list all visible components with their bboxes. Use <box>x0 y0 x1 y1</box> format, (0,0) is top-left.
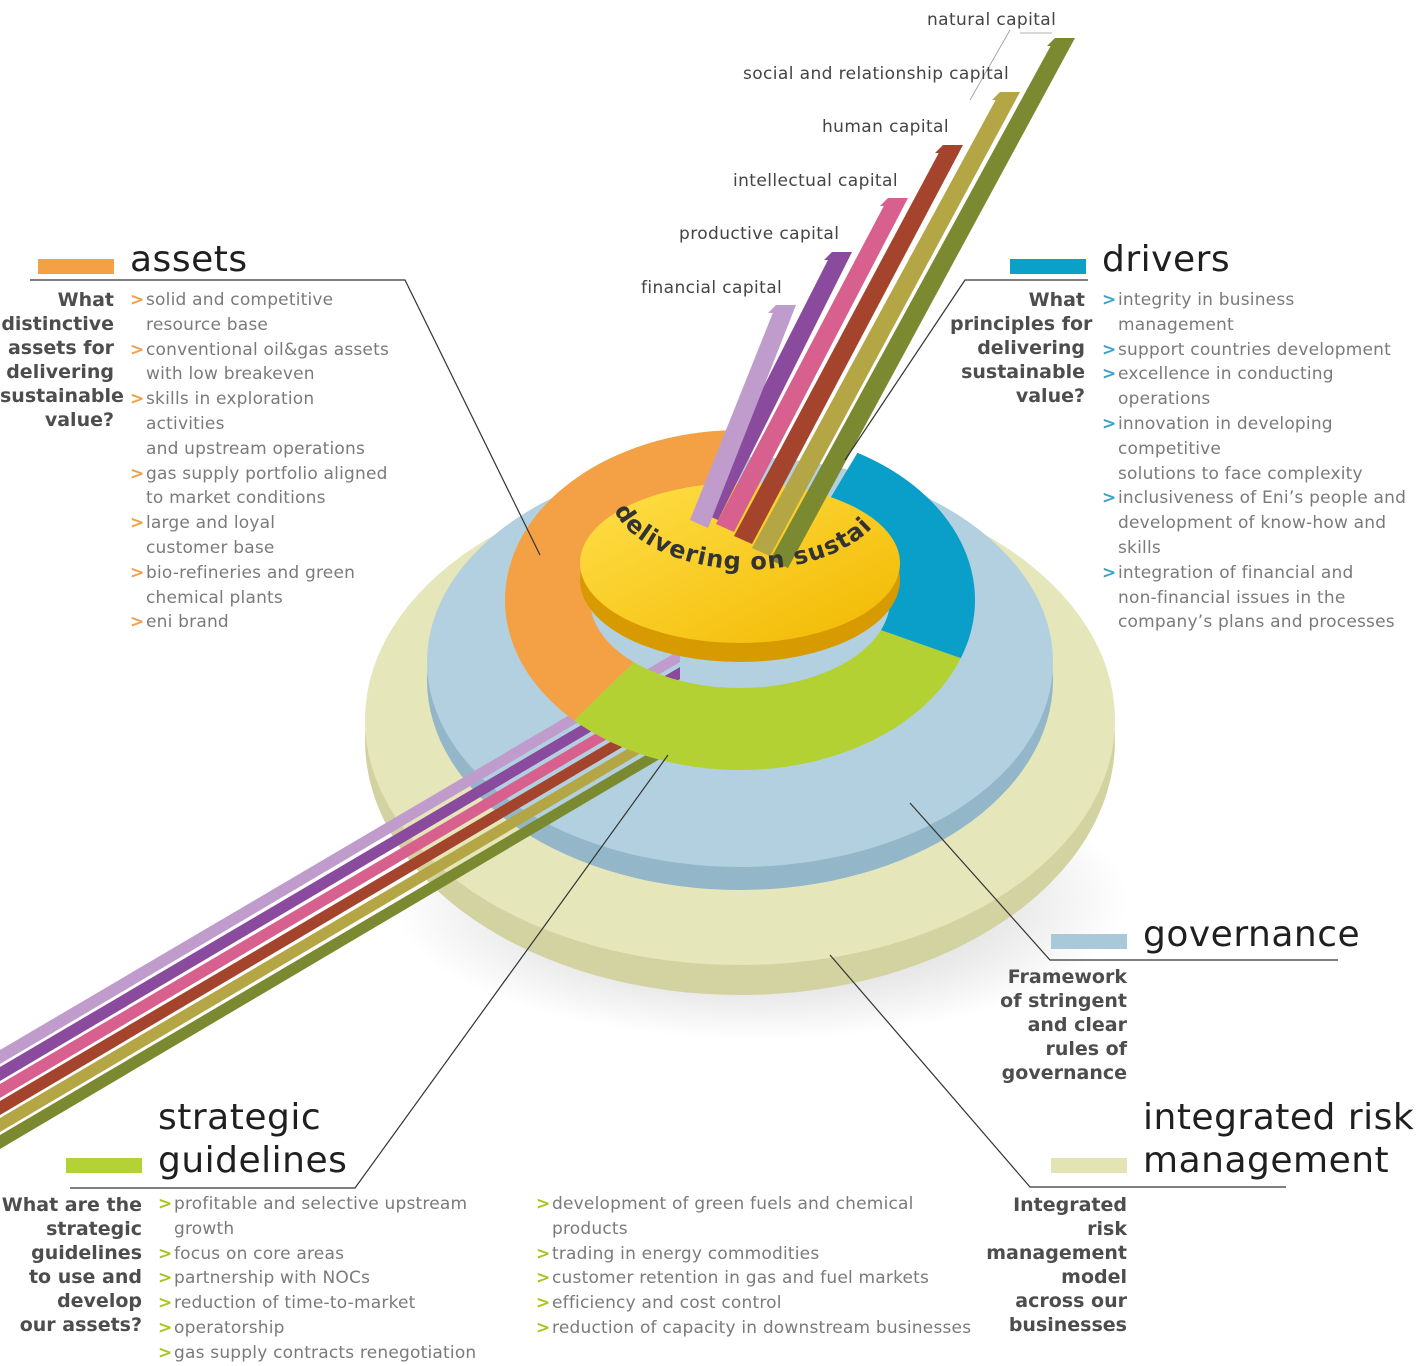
governance-swatch <box>1051 934 1127 949</box>
value-creation-diagram: delivering on sustainable value <box>0 0 1338 1189</box>
list-item: >profitable and selective upstream growt… <box>158 1194 468 1239</box>
capital-ribbon-lower <box>0 701 680 1115</box>
list-item: >gas supply portfolio aligned to market … <box>130 463 388 509</box>
capital-ribbon-cap <box>1047 38 1075 46</box>
risk-title-line1: integrated risk <box>1143 1097 1415 1138</box>
capital-ribbon-upper <box>700 252 852 520</box>
capital-label-productive: productive capital <box>679 224 840 244</box>
capital-ribbons-upper <box>690 38 1075 568</box>
list-item: >excellence in conducting operations <box>1102 364 1334 410</box>
list-item: >reduction of time-to-market <box>158 1293 416 1314</box>
drivers-leader-line <box>844 279 1088 461</box>
strategic-title-line1: strategic <box>158 1097 322 1138</box>
list-item: >large and loyal customer base <box>130 513 276 558</box>
list-item: >trading in energy commodities <box>536 1243 820 1264</box>
capital-ribbon-upper <box>734 145 963 544</box>
list-item: >bio-refineries and green chemical plant… <box>130 562 356 608</box>
list-item: >efficiency and cost control <box>536 1293 782 1314</box>
strategic-list-col2: >development of green fuels and chemical… <box>536 1192 976 1341</box>
risk-description: Integrated risk management model across … <box>986 1194 1127 1336</box>
capital-ribbon-upper <box>716 198 908 532</box>
capital-ribbon-upper <box>752 92 1020 556</box>
capital-ribbon-cap <box>992 92 1020 100</box>
list-item: >partnership with NOCs <box>158 1268 371 1289</box>
assets-title: assets <box>130 239 248 280</box>
list-item: >eni brand <box>130 612 229 633</box>
assets-list: >solid and competitive resource base >co… <box>130 288 390 635</box>
core-top <box>580 483 900 643</box>
list-item: >integration of financial and non-financ… <box>1102 562 1395 633</box>
capital-label-intellectual: intellectual capital <box>733 171 898 191</box>
strategic-leader-line <box>70 754 669 1189</box>
capital-ribbon-lower <box>0 684 680 1098</box>
governance-description: Framework of stringent and clear rules o… <box>1000 966 1127 1084</box>
list-item: >focus on core areas <box>158 1243 345 1264</box>
governance-title: governance <box>1143 914 1361 955</box>
list-item: >conventional oil&gas assets with low br… <box>130 339 390 385</box>
capital-ribbon-upper <box>690 305 796 528</box>
list-item: >innovation in developing competitive so… <box>1102 413 1363 484</box>
strategic-question: What are the strategic guidelines to use… <box>1 1194 142 1336</box>
list-item: >integrity in business management <box>1102 290 1295 335</box>
assets-swatch <box>38 259 114 274</box>
drivers-title: drivers <box>1102 239 1231 280</box>
list-item: >inclusiveness of Eni’s people and devel… <box>1102 488 1407 558</box>
capital-label-social: social and relationship capital <box>743 64 1010 84</box>
list-item: >customer retention in gas and fuel mark… <box>536 1268 930 1289</box>
risk-title-line2: management <box>1143 1140 1390 1181</box>
capital-ribbon-upper <box>770 38 1075 568</box>
drivers-question: What principles for delivering sustainab… <box>950 289 1093 407</box>
capital-ribbons-lower <box>0 650 680 1149</box>
capital-ribbon-cap <box>880 198 908 206</box>
capital-label-human: human capital <box>822 117 949 137</box>
capital-ribbon-lower <box>0 718 680 1132</box>
governance-leader-line <box>909 802 1338 961</box>
risk-swatch <box>1051 1158 1127 1173</box>
capital-ribbon-lower <box>0 735 680 1149</box>
capital-ribbon-lower <box>0 650 680 1064</box>
list-item: >development of green fuels and chemical… <box>536 1194 914 1239</box>
capital-ribbon-lower <box>0 667 680 1081</box>
assets-question: What distinctive assets for delivering s… <box>0 289 124 431</box>
capital-ribbon-cap <box>824 252 852 260</box>
strategic-list-col1: >profitable and selective upstream growt… <box>158 1192 528 1366</box>
list-item: >support countries development <box>1102 339 1392 360</box>
strategic-title-line2: guidelines <box>158 1140 348 1181</box>
capital-label-tick <box>969 29 1011 101</box>
capital-label-natural: natural capital <box>927 10 1057 30</box>
list-item: >solid and competitive resource base <box>130 290 334 335</box>
capital-ribbon-cap <box>768 305 796 313</box>
list-item: >reduction of capacity in downstream bus… <box>536 1317 972 1338</box>
strategic-swatch <box>66 1158 142 1173</box>
risk-leader-line <box>829 954 1286 1188</box>
capital-ribbon-cap <box>935 145 963 153</box>
list-item: >gas supply contracts renegotiation <box>158 1342 477 1363</box>
list-item: >operatorship <box>158 1317 285 1338</box>
strategic-ring-segment <box>573 630 961 770</box>
drivers-list: >integrity in business management >suppo… <box>1102 288 1412 635</box>
capital-label-financial: financial capital <box>641 278 783 298</box>
list-item: >skills in exploration activities and up… <box>130 389 366 459</box>
drivers-swatch <box>1010 259 1086 274</box>
assets-leader-line <box>30 279 541 556</box>
